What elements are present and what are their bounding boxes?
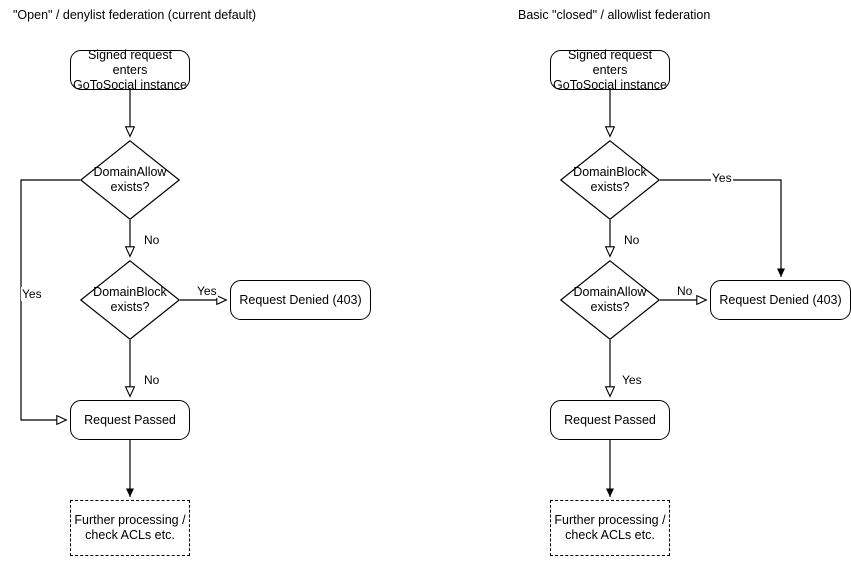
diamond-shape — [80, 260, 180, 340]
right-node-domainblock: DomainBlock exists? — [560, 140, 660, 220]
left-panel-title: "Open" / denylist federation (current de… — [13, 8, 257, 22]
left-node-request-passed: Request Passed — [70, 400, 190, 440]
right-edge-label-block-no: No — [623, 233, 641, 247]
edge-r-block-yes-to-denied — [660, 179, 785, 277]
right-node-domainblock-label: DomainBlock exists? — [573, 165, 647, 194]
right-node-entry: Signed request enters GoToSocial instanc… — [550, 48, 670, 92]
left-node-request-denied: Request Denied (403) — [230, 280, 371, 320]
right-node-further-processing: Further processing / check ACLs etc. — [550, 500, 670, 556]
left-edge-label-block-no: No — [143, 373, 161, 387]
left-node-domainallow: DomainAllow exists? — [80, 140, 180, 220]
right-node-domainallow-label: DomainAllow exists? — [573, 285, 647, 314]
diamond-shape — [560, 260, 660, 340]
left-node-further-processing: Further processing / check ACLs etc. — [70, 500, 190, 556]
left-node-domainblock-label: DomainBlock exists? — [93, 285, 167, 314]
left-edge-label-allow-no: No — [143, 233, 161, 247]
right-node-request-passed: Request Passed — [550, 400, 670, 440]
right-panel-title: Basic "closed" / allowlist federation — [518, 8, 711, 22]
left-edge-label-block-yes: Yes — [196, 284, 218, 298]
left-node-domainblock: DomainBlock exists? — [80, 260, 180, 340]
left-edge-label-allow-yes: Yes — [21, 287, 43, 301]
right-node-request-denied: Request Denied (403) — [710, 280, 851, 320]
diamond-shape — [80, 140, 180, 220]
right-node-domainallow: DomainAllow exists? — [560, 260, 660, 340]
right-edge-label-allow-no: No — [676, 284, 694, 298]
diamond-shape — [560, 140, 660, 220]
right-edge-label-block-yes: Yes — [711, 171, 733, 185]
left-node-entry: Signed request enters GoToSocial instanc… — [70, 48, 190, 92]
right-edge-label-allow-yes: Yes — [621, 373, 643, 387]
left-node-domainallow-label: DomainAllow exists? — [93, 165, 167, 194]
